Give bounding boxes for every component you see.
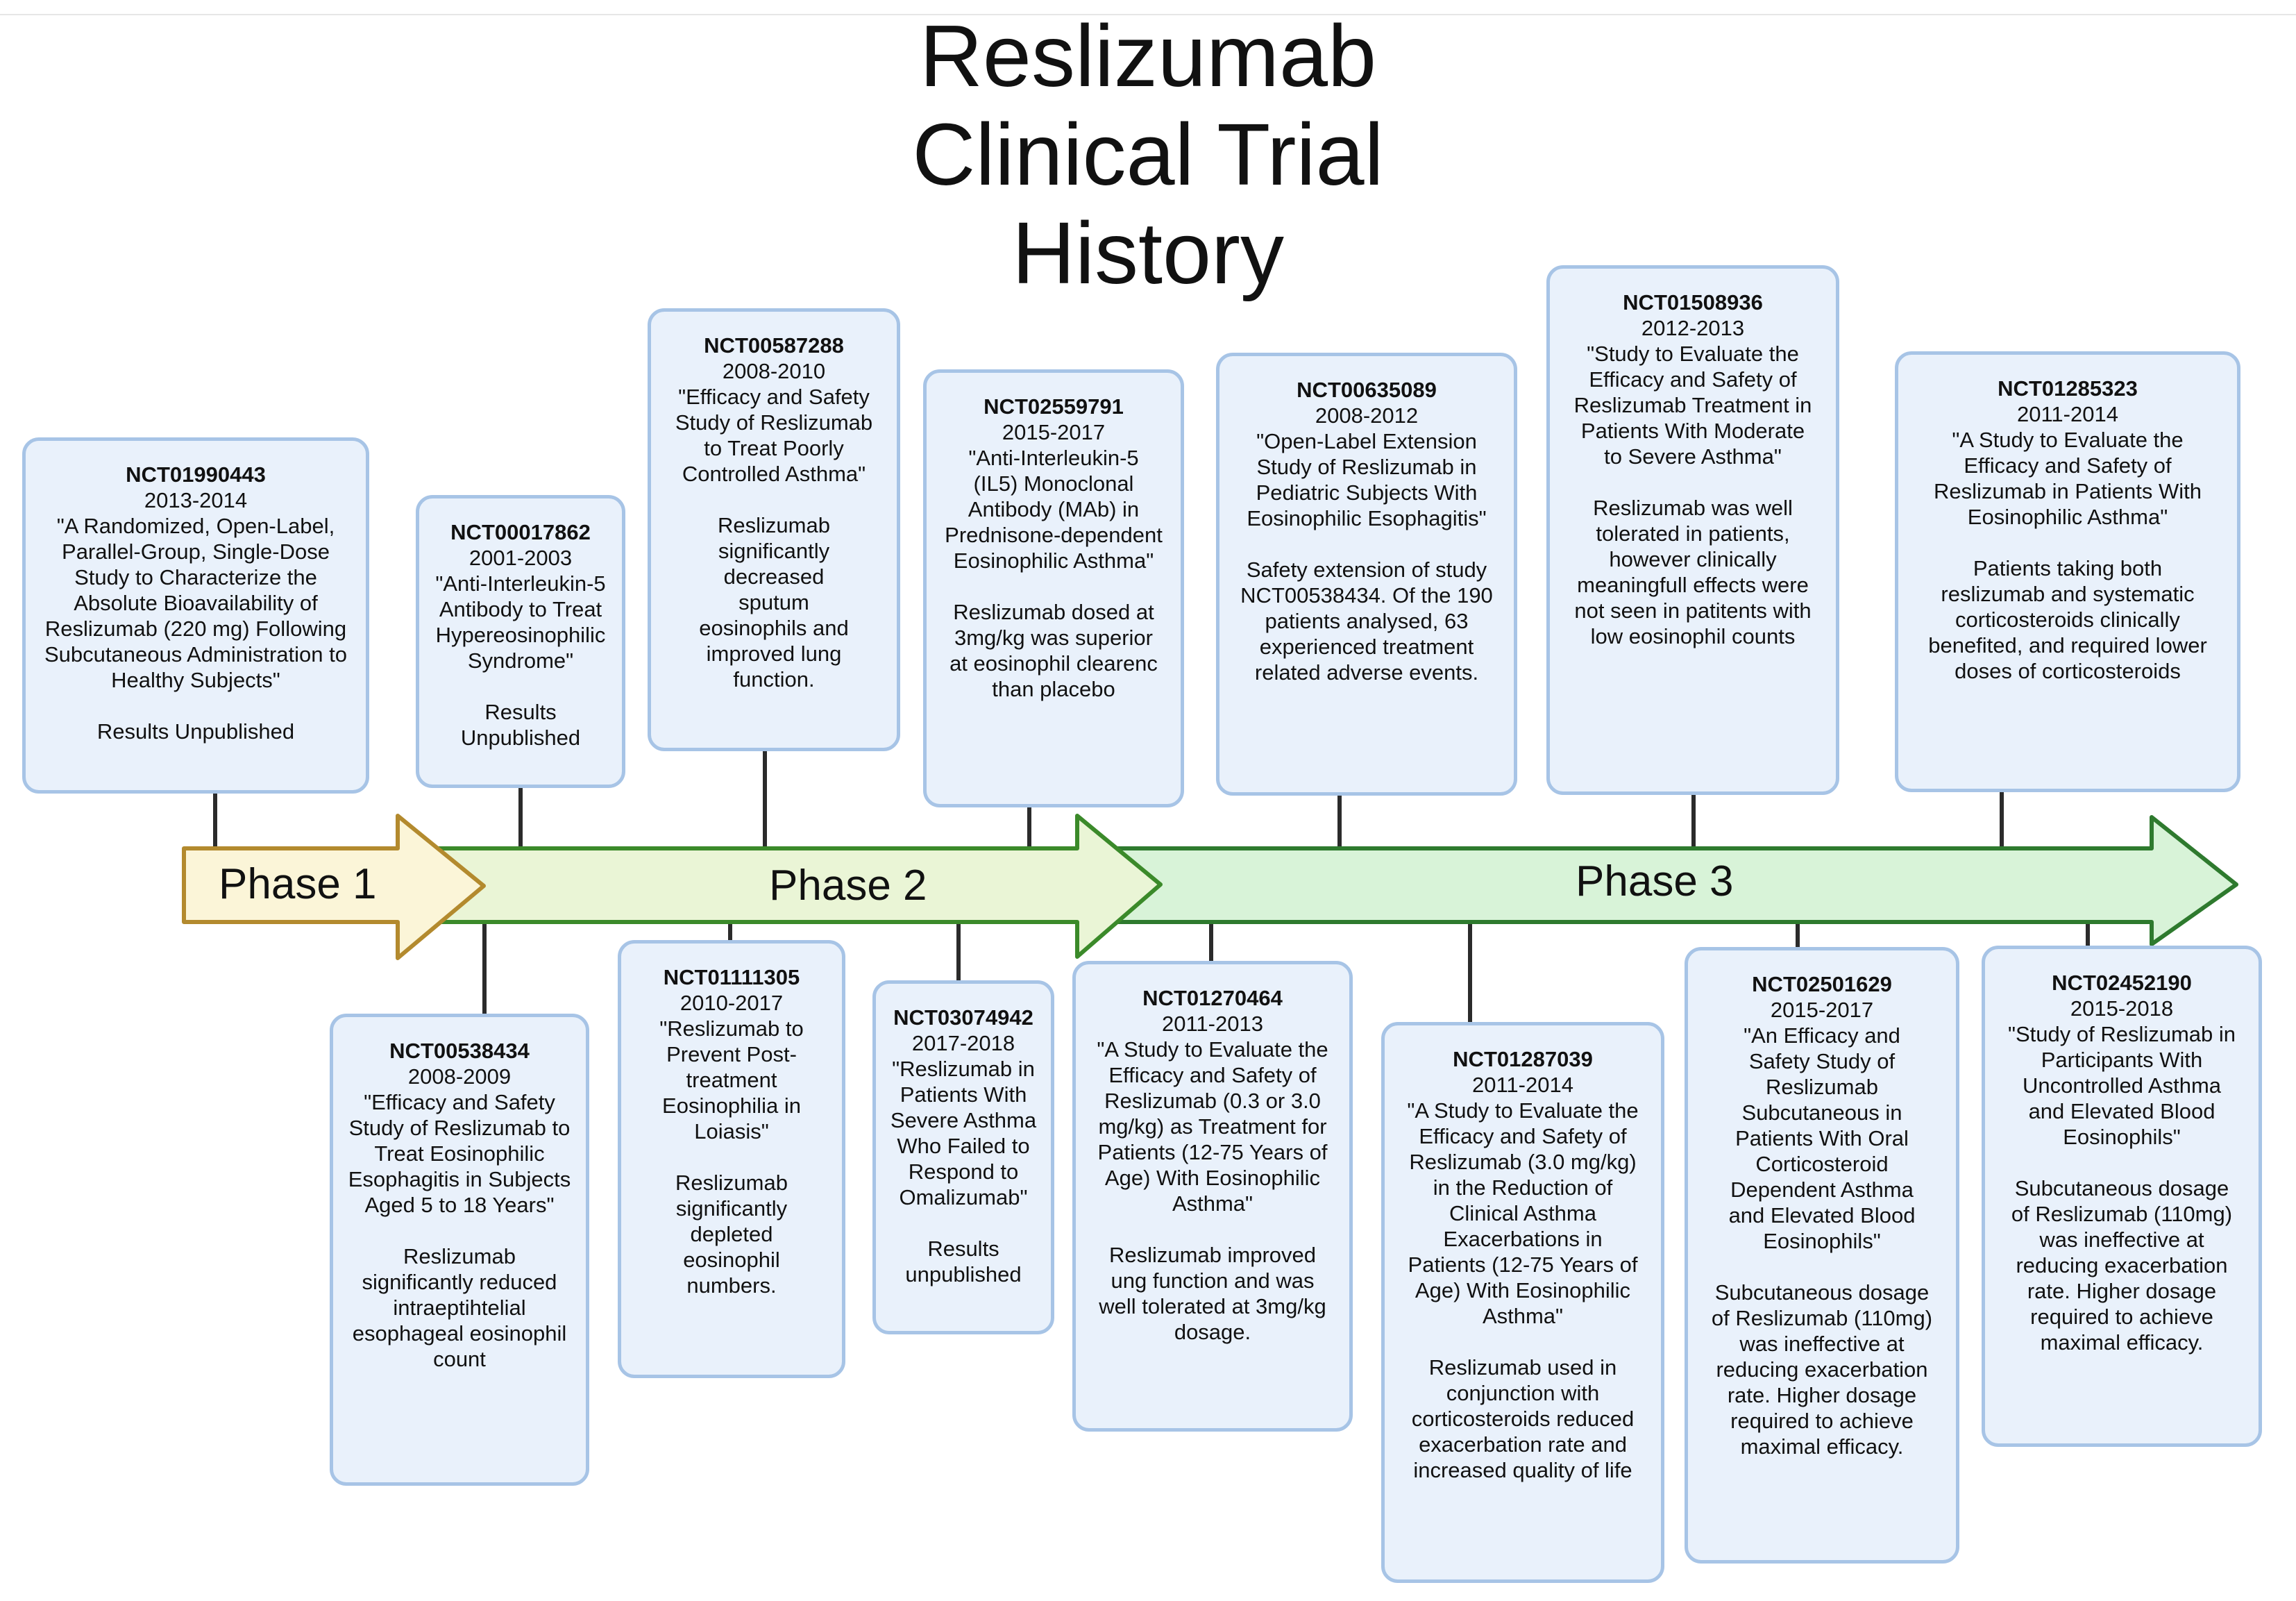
trial-title: "Efficacy and Safety Study of Reslizumab… <box>675 385 873 486</box>
trial-title: "Reslizumab to Prevent Post-treatment Eo… <box>659 1016 804 1143</box>
connector-nct02452190 <box>2086 916 2090 946</box>
trial-years: 2011-2014 <box>1472 1073 1573 1097</box>
trial-result: Patients taking both reslizumab and syst… <box>1928 556 2207 683</box>
trial-id: NCT01270464 <box>1142 986 1283 1010</box>
trial-years: 2011-2014 <box>2017 402 2118 426</box>
trial-years: 2008-2012 <box>1315 403 1419 428</box>
title-line-1: Reslizumab <box>919 7 1377 105</box>
trial-years: 2008-2009 <box>407 1064 512 1089</box>
trial-id: NCT01990443 <box>126 462 266 487</box>
trial-title: "Anti-Interleukin-5 (IL5) Monoclonal Ant… <box>945 446 1163 573</box>
trial-years: 2010-2017 <box>679 991 784 1015</box>
trial-result: Reslizumab dosed at 3mg/kg was superior … <box>949 600 1158 701</box>
trial-years: 2008-2010 <box>722 359 826 383</box>
trial-title: "Open-Label Extension Study of Reslizuma… <box>1247 429 1487 530</box>
trial-card-nct00017862: NCT00017862 2001-2003 "Anti-Interleukin-… <box>416 495 625 788</box>
trial-card-nct01508936: NCT01508936 2012-2013 "Study to Evaluate… <box>1546 265 1839 795</box>
connector-nct01508936 <box>1691 795 1696 849</box>
trial-card-nct00538434: NCT00538434 2008-2009 "Efficacy and Safe… <box>330 1014 589 1486</box>
title-line-2: Clinical Trial <box>912 106 1384 203</box>
trial-card-nct02559791: NCT02559791 2015-2017 "Anti-Interleukin-… <box>923 369 1184 807</box>
diagram-title: Reslizumab Clinical Trial History <box>732 7 1564 303</box>
connector-nct00635089 <box>1337 796 1342 849</box>
trial-title: "Study to Evaluate the Efficacy and Safe… <box>1573 342 1812 469</box>
trial-title: "Study of Reslizumab in Participants Wit… <box>2007 1022 2236 1149</box>
trial-title: "A Randomized, Open-Label, Parallel-Grou… <box>44 514 347 692</box>
phase-1-label: Phase 1 <box>219 860 377 908</box>
trial-card-nct01270464: NCT01270464 2011-2013 "A Study to Evalua… <box>1072 961 1353 1432</box>
trial-id: NCT01508936 <box>1623 290 1763 315</box>
trial-result: Results Unpublished <box>96 719 295 744</box>
connector-nct00017862 <box>518 788 523 849</box>
trial-id: NCT01287039 <box>1453 1047 1593 1071</box>
connector-nct01287039 <box>1468 916 1472 1022</box>
trial-result: Results unpublished <box>905 1237 1022 1286</box>
trial-result: Reslizumab significantly reduced intraep… <box>352 1244 567 1371</box>
trial-id: NCT00538434 <box>389 1039 530 1063</box>
trial-years: 2012-2013 <box>1641 316 1745 340</box>
trial-title: "An Efficacy and Safety Study of Reslizu… <box>1728 1023 1916 1253</box>
connector-nct01285323 <box>2000 792 2004 849</box>
connector-nct03074942 <box>956 916 961 980</box>
trial-years: 2015-2018 <box>2070 996 2174 1021</box>
trial-result: Safety extension of study NCT00538434. O… <box>1240 558 1493 685</box>
trial-id: NCT02559791 <box>984 394 1124 419</box>
trial-title: "A Study to Evaluate the Efficacy and Sa… <box>1934 428 2202 529</box>
phase-3-arrow <box>1108 815 2238 946</box>
trial-years: 2015-2017 <box>1770 998 1874 1022</box>
trial-id: NCT01111305 <box>663 965 800 989</box>
trial-result: Reslizumab significantly decreased sputu… <box>699 513 849 691</box>
phase-2-label: Phase 2 <box>769 862 927 910</box>
connector-nct00587288 <box>763 751 767 849</box>
phase-1-arrow <box>182 814 486 960</box>
trial-years: 2017-2018 <box>911 1031 1015 1055</box>
connector-nct01990443 <box>213 794 217 849</box>
trial-result: Reslizumab was well tolerated in patient… <box>1574 496 1812 648</box>
trial-id: NCT01285323 <box>1998 376 2138 401</box>
trial-id: NCT00587288 <box>704 333 844 358</box>
trial-result: Reslizumab significantly depleted eosino… <box>675 1171 788 1298</box>
phase-3-label: Phase 3 <box>1576 857 1734 905</box>
trial-id: NCT03074942 <box>893 1005 1033 1030</box>
trial-id: NCT02452190 <box>2052 971 2192 995</box>
phase-2-arrow <box>428 814 1163 959</box>
top-border-line <box>0 14 2296 15</box>
connector-nct01270464 <box>1209 916 1213 961</box>
trial-result: Results Unpublished <box>460 700 581 750</box>
trial-card-nct00587288: NCT00587288 2008-2010 "Efficacy and Safe… <box>648 308 900 751</box>
trial-years: 2001-2003 <box>469 546 573 570</box>
trial-id: NCT00635089 <box>1297 378 1437 402</box>
trial-years: 2015-2017 <box>1002 420 1106 444</box>
trial-card-nct01285323: NCT01285323 2011-2014 "A Study to Evalua… <box>1895 351 2240 792</box>
trial-years: 2011-2013 <box>1162 1012 1263 1036</box>
trial-title: "A Study to Evaluate the Efficacy and Sa… <box>1097 1037 1328 1216</box>
trial-card-nct02452190: NCT02452190 2015-2018 "Study of Reslizum… <box>1982 946 2262 1447</box>
trial-result: Subcutaneous dosage of Reslizumab (110mg… <box>2011 1176 2233 1355</box>
connector-nct02501629 <box>1796 916 1800 947</box>
trial-result: Reslizumab improved ung function and was… <box>1099 1243 1326 1344</box>
trial-id: NCT02501629 <box>1752 972 1892 996</box>
trial-card-nct01287039: NCT01287039 2011-2014 "A Study to Evalua… <box>1381 1022 1664 1583</box>
trial-card-nct00635089: NCT00635089 2008-2012 "Open-Label Extens… <box>1216 353 1517 796</box>
connector-nct00538434 <box>482 916 487 1014</box>
trial-title: "Efficacy and Safety Study of Reslizumab… <box>348 1090 571 1217</box>
title-line-3: History <box>1011 204 1285 302</box>
trial-result: Subcutaneous dosage of Reslizumab (110mg… <box>1711 1280 1933 1459</box>
trial-years: 2013-2014 <box>144 488 248 512</box>
trial-result: Reslizumab used in conjunction with cort… <box>1411 1355 1635 1482</box>
connector-nct02559791 <box>1027 807 1031 849</box>
trial-title: "A Study to Evaluate the Efficacy and Sa… <box>1407 1098 1639 1328</box>
connector-nct01111305 <box>728 916 732 940</box>
trial-card-nct01111305: NCT01111305 2010-2017 "Reslizumab to Pre… <box>618 940 845 1378</box>
trial-card-nct02501629: NCT02501629 2015-2017 "An Efficacy and S… <box>1685 947 1959 1564</box>
trial-card-nct03074942: NCT03074942 2017-2018 "Reslizumab in Pat… <box>872 980 1054 1334</box>
trial-title: "Reslizumab in Patients With Severe Asth… <box>890 1057 1037 1209</box>
trial-title: "Anti-Interleukin-5 Antibody to Treat Hy… <box>435 571 606 673</box>
trial-id: NCT00017862 <box>450 520 591 544</box>
trial-card-nct01990443: NCT01990443 2013-2014 "A Randomized, Ope… <box>22 437 369 794</box>
